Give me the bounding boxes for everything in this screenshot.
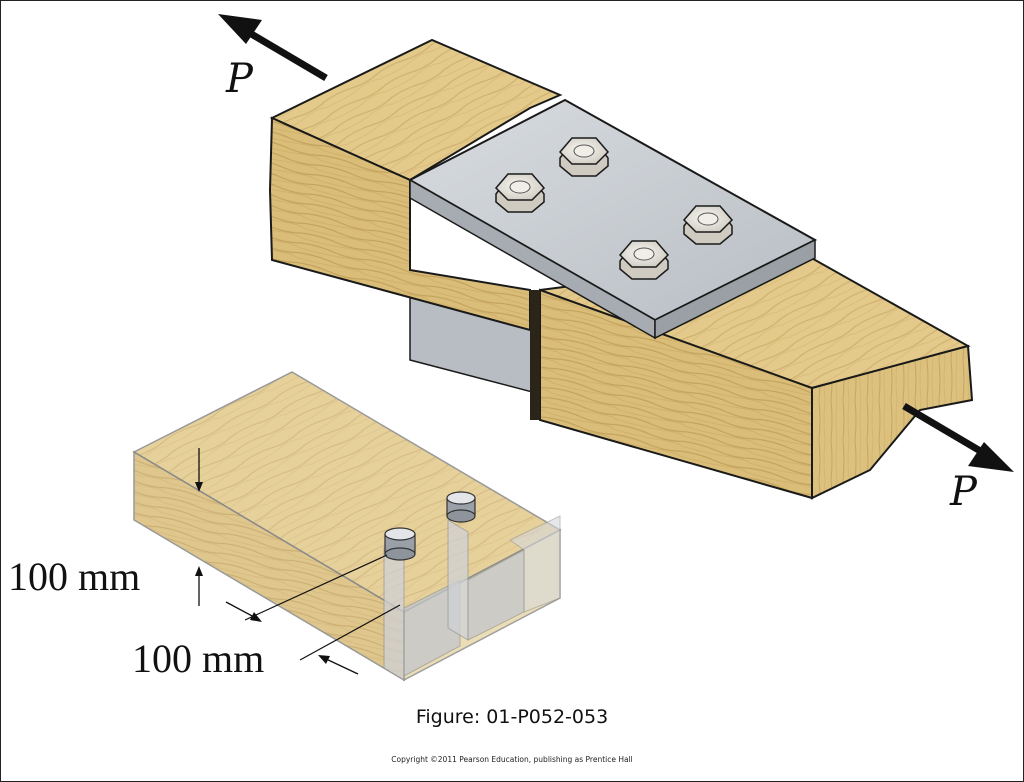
nut — [494, 173, 546, 213]
block-detail: 100 mm 100 mm — [8, 371, 562, 682]
load-arrow-bottom — [902, 402, 1014, 472]
width-dimension — [225, 554, 401, 675]
figure-caption: Figure: 01-P052-053 — [415, 706, 609, 728]
load-arrow-top — [218, 14, 328, 82]
load-label-top: P — [225, 56, 254, 102]
dimension-height-label: 100 mm — [8, 554, 140, 599]
top-splice-plate — [407, 98, 818, 340]
bolted-splice-assembly: P P — [218, 14, 1014, 515]
nut — [682, 205, 734, 245]
bolt-cylinder — [384, 527, 416, 561]
height-dimension — [195, 448, 203, 606]
bolt-cylinder — [446, 491, 476, 523]
load-label-bottom: P — [949, 469, 978, 515]
nut — [558, 137, 610, 177]
copyright-notice: Copyright ©2011 Pearson Education, publi… — [391, 755, 633, 764]
dimension-width-label: 100 mm — [132, 636, 264, 681]
nut — [618, 240, 670, 280]
